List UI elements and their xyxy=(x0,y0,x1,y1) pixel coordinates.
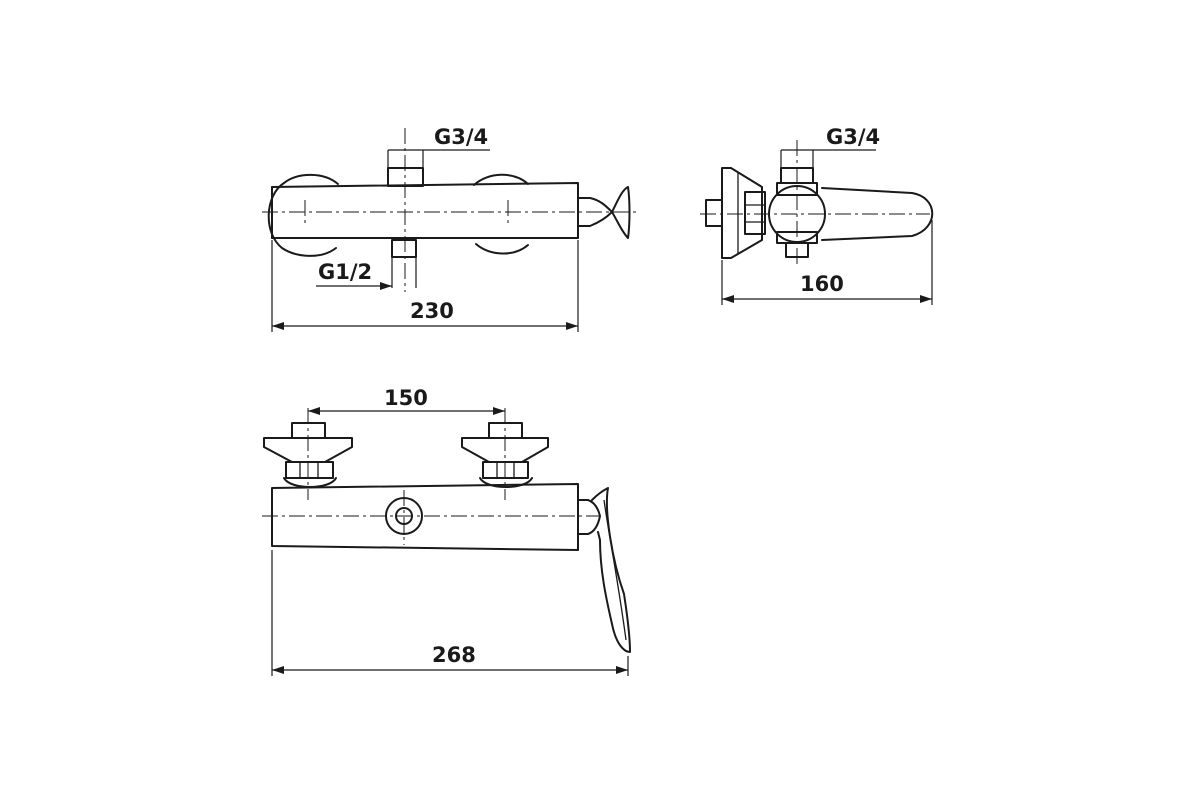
front-view: 150 268 xyxy=(262,386,631,676)
top-inlet-label: G3/4 xyxy=(434,125,488,149)
side-inlet-label: G3/4 xyxy=(826,125,880,149)
side-view: G3/4 160 xyxy=(700,125,934,305)
top-view: G3/4 G1/2 230 xyxy=(262,125,640,332)
front-spacing-label: 150 xyxy=(384,386,428,410)
top-length-label: 230 xyxy=(410,299,454,323)
front-length-label: 268 xyxy=(432,643,476,667)
top-outlet-label: G1/2 xyxy=(318,260,372,284)
side-depth-label: 160 xyxy=(800,272,844,296)
